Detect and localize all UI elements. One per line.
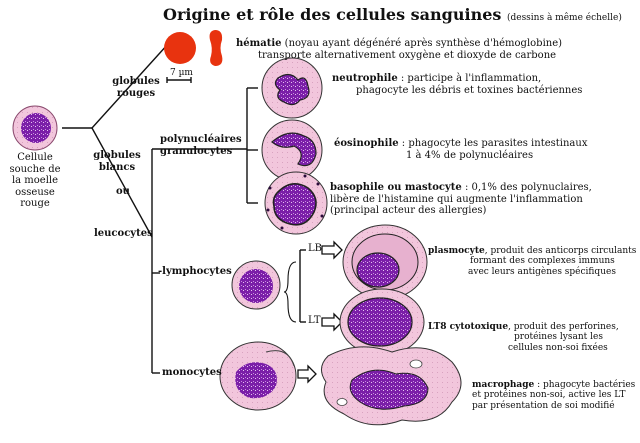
neutrophile-name: neutrophile: [332, 73, 398, 84]
lt8-icon: [339, 288, 425, 356]
basophile-icon: [264, 171, 328, 235]
white-cells-line-1: globules: [93, 150, 141, 161]
lt8-name: LT8 cytotoxique: [428, 322, 509, 332]
red-cells-line-2: rouges: [116, 87, 156, 99]
plasmocyte-name: plasmocyte: [428, 246, 485, 256]
eosinophile-line-1: : phagocyte les parasites intestinaux: [398, 138, 588, 149]
lb-label: LB: [308, 243, 322, 254]
title-text: Origine et rôle des cellules sanguines: [163, 5, 502, 24]
macrophage-line-3: par présentation de soi modifié: [472, 400, 615, 411]
polynuclear-line-1: polynucléaires: [160, 134, 242, 145]
white-cells-label: globules blancs: [92, 150, 142, 173]
plasmocyte-line-3: avec leurs antigènes spécifiques: [468, 266, 616, 277]
line-to-red: [91, 43, 169, 129]
lymphocyte-icon: [231, 260, 281, 310]
arrow-mono: [297, 364, 317, 384]
red-cell-side: [209, 30, 223, 66]
red-cells-label: globules rouges: [108, 76, 164, 99]
monocyte-icon: [219, 341, 297, 411]
lt8-desc: LT8 cytotoxique, produit des perforines,…: [428, 322, 619, 353]
eosinophile-line-2: 1 à 4% de polynucléaires: [406, 149, 534, 161]
red-cell-front: [164, 32, 196, 64]
arrow-lb: [321, 240, 343, 260]
stem-cell-icon: [12, 105, 58, 151]
lymphocytes-label: -lymphocytes: [158, 266, 232, 277]
lt8-line-3: cellules non-soi fixées: [508, 342, 608, 353]
polynuclear-line-2: granulocytes: [160, 145, 233, 157]
arrow-lt: [321, 312, 343, 332]
diagram-title: Origine et rôle des cellules sanguines (…: [163, 5, 622, 24]
eosinophile-name: éosinophile: [334, 138, 399, 149]
stem-line-5: rouge: [20, 198, 50, 209]
polynuclear-label: polynucléaires granulocytes: [160, 134, 242, 157]
stem-line-2: souche de: [9, 163, 61, 175]
macrophage-name: macrophage: [472, 380, 535, 390]
scale-label: 7 µm: [170, 68, 193, 78]
eosinophile-desc: éosinophile : phagocyte les parasites in…: [334, 138, 587, 161]
basophile-name: basophile ou mastocyte: [330, 182, 462, 193]
stem-cell-label: Cellule souche de la moelle osseuse roug…: [2, 152, 68, 210]
line-to-white: [91, 127, 153, 238]
lympho-brace: [283, 261, 297, 323]
leucocytes-label: leucocytes: [94, 228, 153, 239]
stem-line-3: la moelle: [11, 175, 59, 186]
hematie-desc: hématie (noyau ayant dégénéré après synt…: [236, 38, 562, 61]
plasmocyte-line-2: formant des complexes immuns: [470, 256, 615, 267]
white-cells-line-2: blancs: [98, 161, 136, 173]
monocytes-label: monocytes: [162, 367, 222, 378]
eosinophile-icon: [261, 119, 323, 181]
macrophage-icon: [321, 346, 462, 426]
plasmocyte-line-1: , produit des anticorps circulants: [484, 246, 637, 256]
lt-label: LT: [308, 315, 321, 326]
basophile-desc: basophile ou mastocyte : 0,1% des polynu…: [330, 182, 592, 217]
basophile-line-2: libère de l'histamine qui augmente l'inf…: [330, 193, 583, 205]
neutrophile-desc: neutrophile : participe à l'inflammation…: [332, 73, 582, 96]
ou-label: ou: [116, 186, 130, 197]
lt8-line-1: , produit des perforines,: [508, 322, 619, 332]
basophile-line-3: (principal acteur des allergies): [330, 205, 487, 216]
neutrophile-line-1: : participe à l'inflammation,: [397, 73, 542, 84]
basophile-line-1: : 0,1% des polynuclaires,: [461, 182, 592, 193]
stem-line-4: osseuse: [15, 186, 55, 198]
macrophage-line-2: et protéines non-soi, active les LT: [472, 390, 626, 401]
neutrophile-icon: [261, 57, 323, 119]
macrophage-line-1: : phagocyte bactéries: [534, 380, 636, 390]
lt8-line-2: protéines lysant les: [514, 332, 603, 343]
plasmocyte-desc: plasmocyte, produit des anticorps circul…: [428, 246, 636, 277]
neutrophile-line-2: phagocyte les débris et toxines bactérie…: [356, 84, 583, 96]
red-cells-line-1: globules: [112, 76, 160, 87]
plasmocyte-icon: [342, 224, 428, 300]
macrophage-desc: macrophage : phagocyte bactéries et prot…: [472, 380, 635, 411]
title-note: (dessins à même échelle): [506, 13, 622, 23]
hematie-line-2: transporte alternativement oxygène et di…: [258, 49, 557, 61]
stem-line-1: Cellule: [17, 152, 53, 163]
hematie-name: hématie: [236, 38, 282, 49]
hematie-line-1: (noyau ayant dégénéré après synthèse d'h…: [281, 38, 563, 49]
